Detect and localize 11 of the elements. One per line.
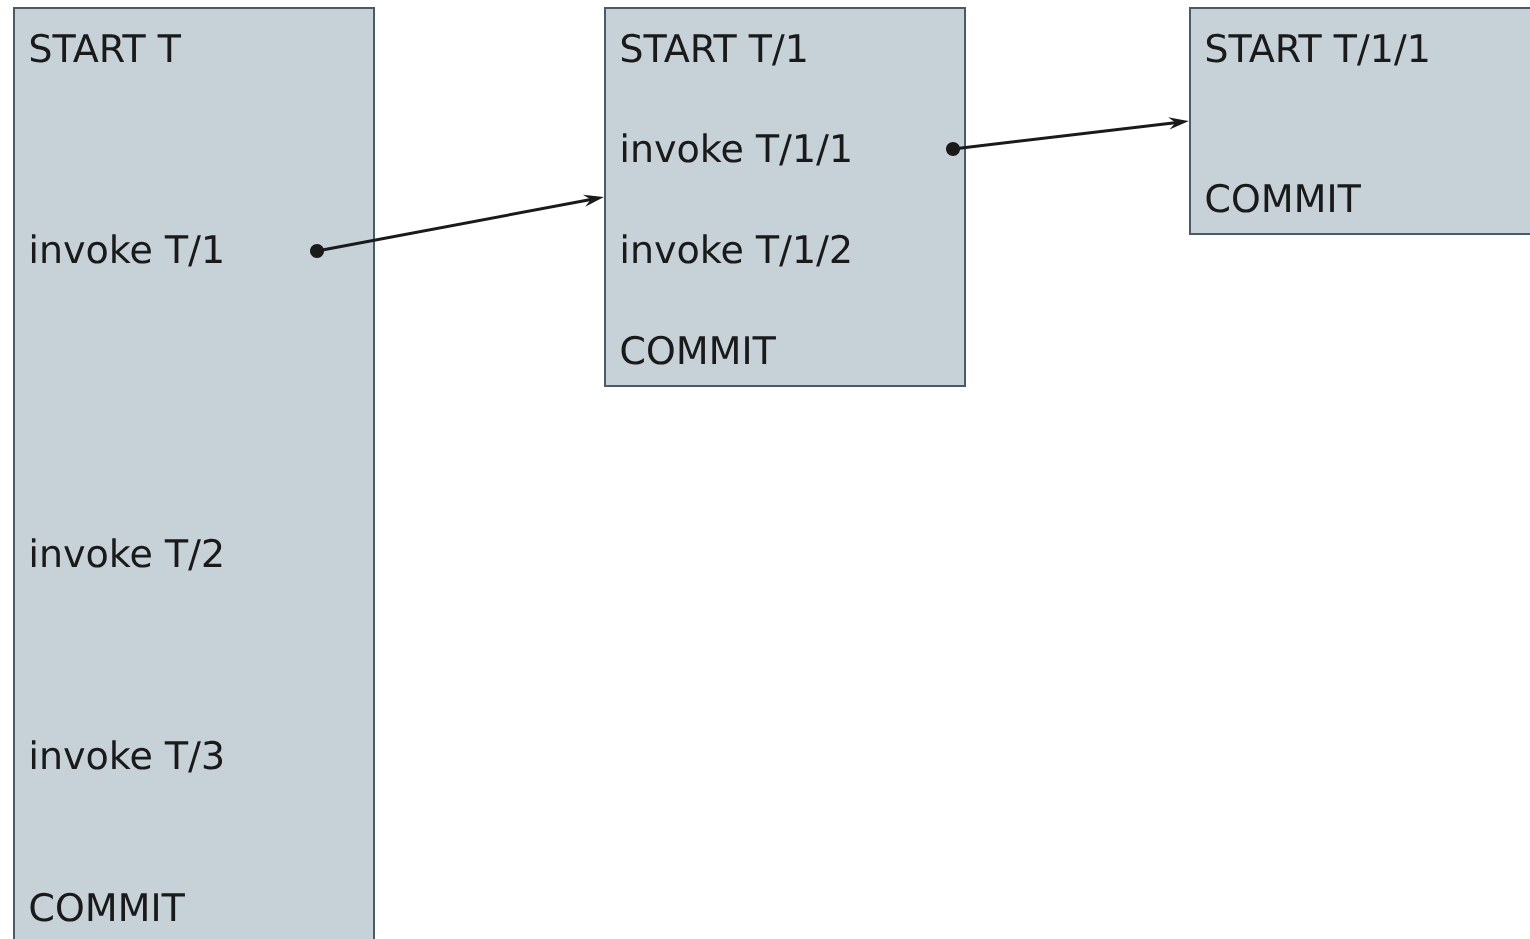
step-label: START T/1 <box>621 33 806 66</box>
step-label: COMMIT <box>1206 183 1361 213</box>
step-label: invoke T/1/2 <box>623 234 850 267</box>
step-label: COMMIT <box>30 892 185 922</box>
step-label: invoke T/1 <box>32 234 222 267</box>
step-label: invoke T/3 <box>32 740 223 773</box>
step-label: COMMIT <box>621 335 776 365</box>
step-label: invoke T/1/1 <box>623 133 850 166</box>
step-label: START T/1/1 <box>1206 33 1428 66</box>
step-label: START T <box>30 33 182 63</box>
step-label: invoke T/2 <box>32 538 222 571</box>
